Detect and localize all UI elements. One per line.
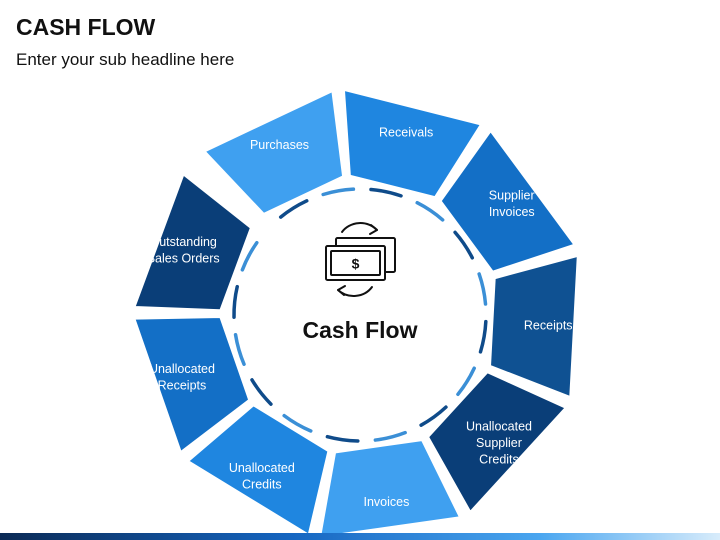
inner-ring-dash (478, 319, 488, 354)
segment-label-line: Credits (479, 452, 519, 466)
center-label: Cash Flow (302, 317, 417, 343)
segment-invoices (320, 440, 461, 538)
segment-receivals (343, 89, 481, 198)
segment-label-line: Purchases (250, 138, 309, 152)
segment-label-line: Sales Orders (147, 251, 220, 265)
segment-label-line: Supplier (476, 436, 522, 450)
segment-label-invoices: Invoices (363, 495, 409, 509)
inner-ring-dash (369, 187, 403, 198)
segment-outstanding-sales-orders (134, 174, 251, 311)
inner-ring-dash (456, 366, 476, 397)
inner-ring-dash (321, 187, 356, 197)
segment-label-line: Unallocated (466, 419, 532, 433)
bottom-accent-bar (0, 533, 720, 540)
inner-ring-dash (240, 240, 259, 272)
inner-ring-dash (415, 200, 445, 222)
segment-label-receipts: Receipts (524, 319, 573, 333)
inner-ring-dash (250, 378, 273, 406)
segment-label-line: Unallocated (229, 461, 295, 475)
inner-ring-dash (453, 230, 475, 260)
page-title: CASH FLOW (16, 14, 156, 40)
segment-label-line: Invoices (489, 205, 535, 219)
inner-ring-dash (233, 332, 246, 366)
inner-ring-dash (419, 405, 448, 427)
inner-ring-dash (282, 413, 313, 433)
segment-label-line: Receipts (158, 379, 207, 393)
svg-text:$: $ (352, 256, 360, 272)
segment-label-line: Receipts (524, 319, 573, 333)
inner-ring-dash (477, 272, 488, 306)
segment-supplier-invoices (440, 130, 575, 272)
segment-label-line: Outstanding (149, 235, 216, 249)
segment-receipts (490, 255, 578, 397)
segment-unallocated-receipts (134, 317, 250, 453)
inner-ring-dash (325, 434, 360, 443)
inner-ring-dash (232, 284, 239, 319)
segment-label-line: Supplier (489, 188, 535, 202)
page-subtitle: Enter your sub headline here (16, 50, 235, 69)
segment-label-line: Receivals (379, 126, 433, 140)
inner-ring-dash (373, 430, 407, 442)
segment-purchases (204, 91, 344, 214)
cash-exchange-icon: $ (325, 222, 396, 297)
segment-label-purchases: Purchases (250, 138, 309, 152)
segment-label-line: Credits (242, 478, 282, 492)
segment-label-line: Unallocated (149, 362, 215, 376)
segment-label-receivals: Receivals (379, 126, 433, 140)
inner-ring-dash (278, 199, 309, 219)
segment-label-line: Invoices (363, 495, 409, 509)
segment-unallocated-supplier-credits (428, 372, 566, 512)
segment-unallocated-credits (188, 405, 329, 535)
